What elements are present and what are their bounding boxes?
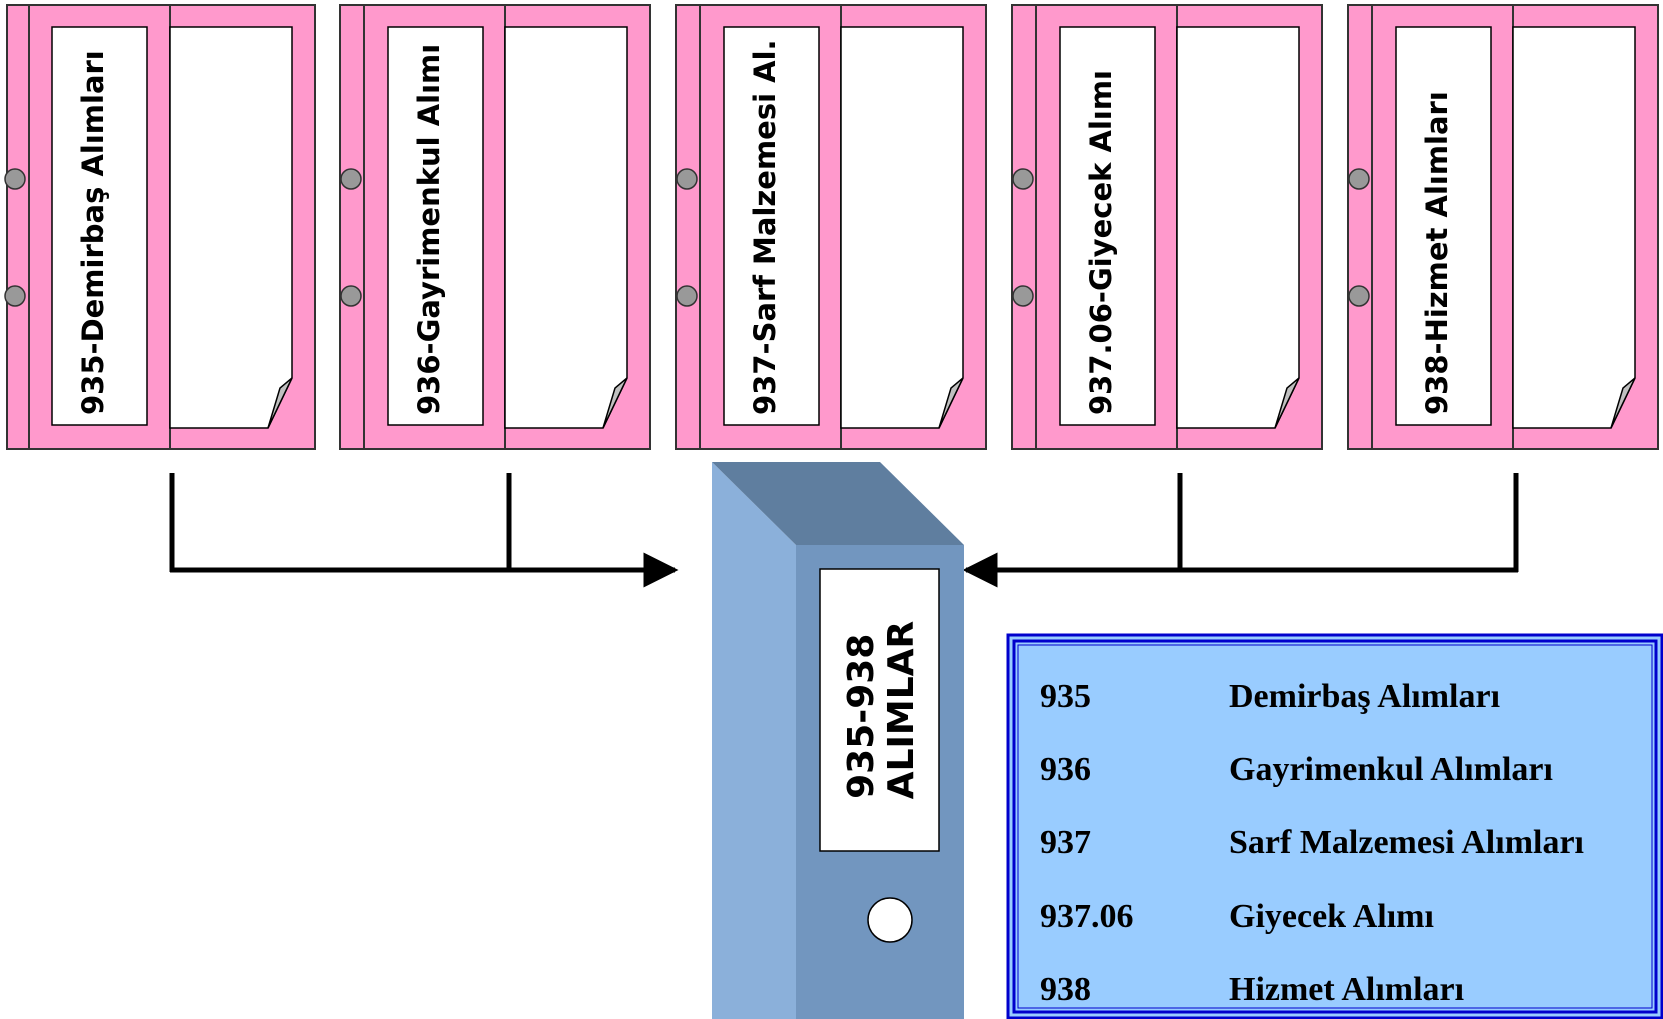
folder-label: 937-Sarf Malzemesi Al. xyxy=(748,39,782,415)
folder-935: 935-Demirbaş Alımları xyxy=(5,5,315,449)
right-connector xyxy=(966,473,1518,572)
legend-name: Sarf Malzemesi Alımları xyxy=(1229,824,1584,861)
binder-label: 935-938 ALIMLAR xyxy=(841,621,922,800)
ring-folder-icon xyxy=(5,5,315,449)
folder-937: 937-Sarf Malzemesi Al. xyxy=(676,5,986,449)
folder-936: 936-Gayrimenkul Alımı xyxy=(340,5,650,449)
binder-finger-hole xyxy=(868,898,912,942)
folder-label: 937.06-Giyecek Alımı xyxy=(1084,70,1118,415)
legend-name: Giyecek Alımı xyxy=(1229,898,1434,935)
legend-code: 938 xyxy=(1040,971,1091,1008)
lever-arch-binder-icon xyxy=(712,462,964,1019)
binder-label-line2: ALIMLAR xyxy=(881,621,922,800)
ring-folder-icon xyxy=(1012,5,1322,449)
legend-row: 937.06 Giyecek Alımı xyxy=(1040,898,1434,935)
legend-name: Demirbaş Alımları xyxy=(1229,678,1500,715)
folder-label: 935-Demirbaş Alımları xyxy=(76,50,110,415)
legend-name: Gayrimenkul Alımları xyxy=(1229,751,1553,788)
folder-label: 938-Hizmet Alımları xyxy=(1420,91,1454,415)
folder-label: 936-Gayrimenkul Alımı xyxy=(412,44,446,415)
legend-code: 935 xyxy=(1040,678,1091,715)
ring-folder-icon xyxy=(340,5,650,449)
left-connector xyxy=(170,473,675,572)
binder-label-line1: 935-938 xyxy=(841,634,882,799)
binder: 935-938 ALIMLAR xyxy=(712,462,964,1019)
legend-code: 937.06 xyxy=(1040,898,1134,935)
legend-code: 937 xyxy=(1040,824,1091,861)
ring-folder-icon xyxy=(676,5,986,449)
folder-937-06: 937.06-Giyecek Alımı xyxy=(1012,5,1322,449)
legend-code: 936 xyxy=(1040,751,1091,788)
ring-folder-icon xyxy=(1348,5,1658,449)
legend-name: Hizmet Alımları xyxy=(1229,971,1464,1008)
folder-938: 938-Hizmet Alımları xyxy=(1348,5,1658,449)
